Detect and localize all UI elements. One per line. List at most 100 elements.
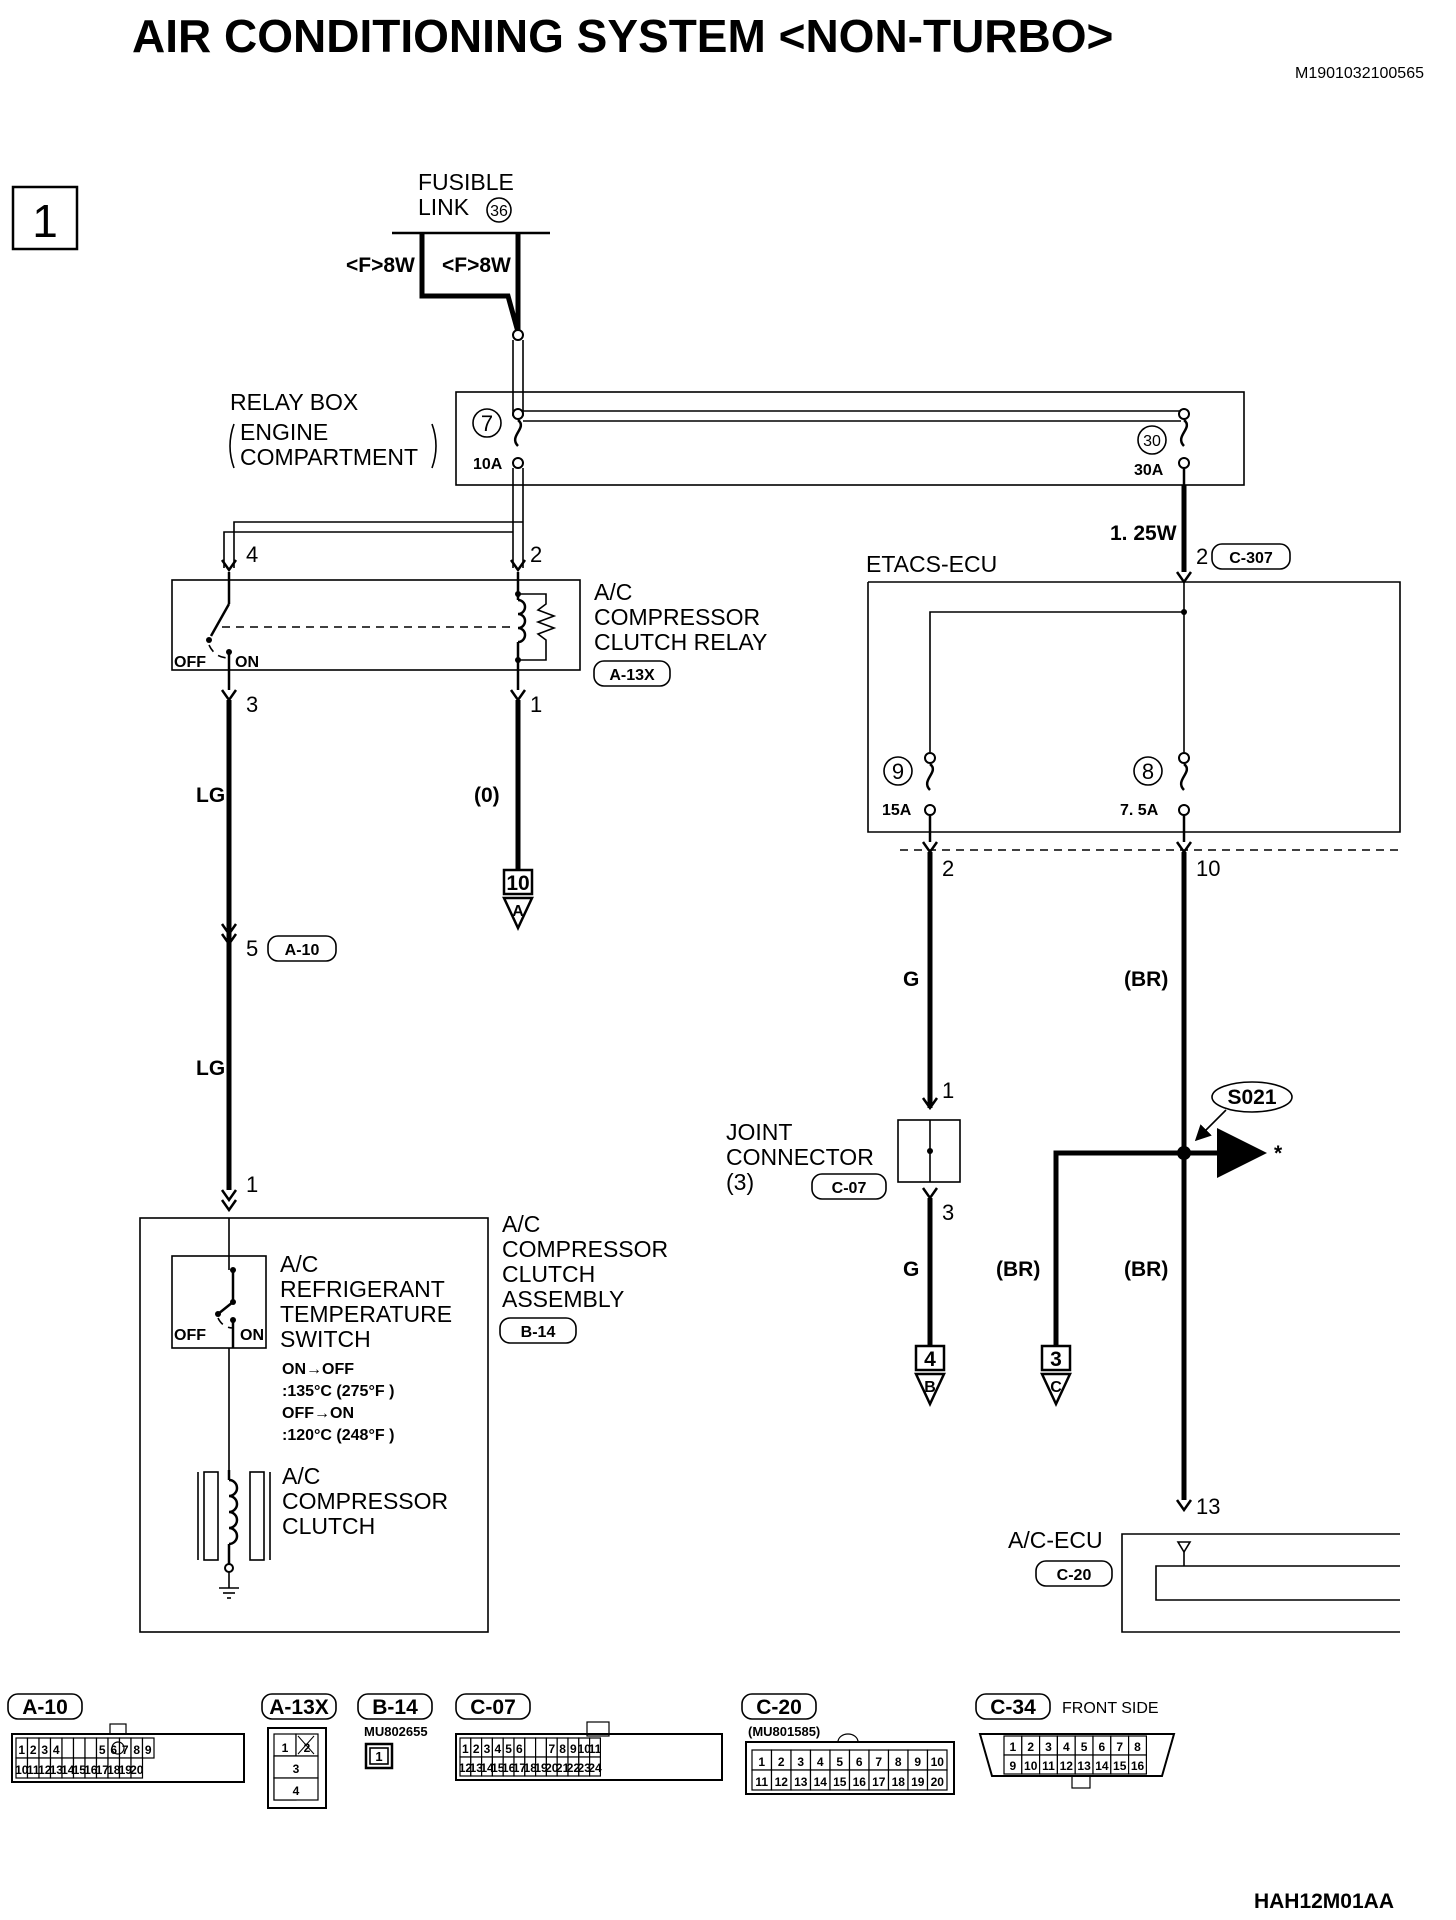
- wire-g-lower: G: [903, 1258, 919, 1281]
- connector-pin-label: 8: [133, 1743, 140, 1757]
- connector-pin-label: 18: [107, 1763, 121, 1777]
- clutch-label-1: A/C: [282, 1463, 320, 1489]
- ground-ref-b-letter: B: [924, 1379, 936, 1396]
- connector-pin-label: 18: [524, 1761, 538, 1775]
- etacs-label: ETACS-ECU: [866, 551, 997, 577]
- connector-pin-label: 1: [282, 1741, 289, 1755]
- relay-pin-3: 3: [246, 692, 258, 717]
- connector-pin-label: 14: [1095, 1759, 1109, 1773]
- clutch-assembly-connector: B-14: [521, 1324, 556, 1341]
- connector-pin-label: 15: [491, 1761, 505, 1775]
- connector-pin-label: 18: [892, 1775, 906, 1789]
- connector-pin-label: 12: [459, 1761, 473, 1775]
- wire-zero-label: (0): [474, 784, 500, 807]
- connector-pin-label: 19: [119, 1763, 133, 1777]
- clutch-assembly-label-1: A/C: [502, 1211, 540, 1237]
- legend-b14-part: MU802655: [364, 1724, 428, 1739]
- connector-pin-label: 9: [570, 1742, 577, 1756]
- fuse-9-icon: [925, 763, 935, 791]
- relay-on: ON: [235, 654, 259, 671]
- connector-pin-label: 3: [797, 1755, 804, 1769]
- wire-125w-label: 1. 25W: [1110, 522, 1177, 545]
- a10-connector: A-10: [285, 942, 320, 959]
- etacs-out-pin-left: 2: [942, 856, 954, 881]
- fuse-7-amp: 10A: [473, 456, 503, 473]
- relay-pin-2: 2: [530, 542, 542, 567]
- connector-pin-label: 2: [473, 1742, 480, 1756]
- fuse-30-icon: [1179, 419, 1189, 447]
- fuse-30-number: 30: [1143, 433, 1161, 450]
- relay-off: OFF: [174, 654, 206, 671]
- fuse-9-amp: 15A: [882, 802, 912, 819]
- connector-pin-label: 3: [41, 1743, 48, 1757]
- ground-ref-a-letter: A: [512, 903, 524, 920]
- ground-ref-a-number: 10: [506, 872, 529, 895]
- relay-resistor-icon: [518, 593, 557, 661]
- connector-pin-label: 8: [1134, 1740, 1141, 1754]
- fuse-8-circle: [1133, 756, 1163, 786]
- connector-pin-label: 19: [911, 1775, 925, 1789]
- connector-pin-label: 5: [99, 1743, 106, 1757]
- ground-ref-b-icon: [914, 1372, 946, 1407]
- connector-pin-label: 5: [505, 1742, 512, 1756]
- fusible-wire-left: <F>8W: [346, 254, 415, 277]
- wire-g-upper: G: [903, 968, 919, 991]
- connector-pin-label: 6: [1099, 1740, 1106, 1754]
- joint-connector-name: C-07: [832, 1180, 867, 1197]
- connector-pin-label: 7: [875, 1755, 882, 1769]
- refrigerant-switch-on: ON: [240, 1327, 264, 1344]
- wire-br-left: (BR): [996, 1258, 1040, 1281]
- connector-pin-label: 4: [1063, 1740, 1070, 1754]
- fusible-link-label-1: FUSIBLE: [418, 169, 514, 195]
- connector-pin-label: 21: [556, 1761, 570, 1775]
- legend-b14-name: B-14: [372, 1696, 418, 1719]
- wire-lg-upper: LG: [196, 784, 225, 807]
- connector-pin-label: 3: [293, 1762, 300, 1776]
- connector-pin-label: 9: [1010, 1759, 1017, 1773]
- switch-spec-2: :135°C (275°F ): [282, 1383, 394, 1400]
- etacs-connector: C-307: [1229, 550, 1273, 567]
- ground-ref-c-number: 3: [1050, 1348, 1062, 1371]
- joint-pin-bottom: 3: [942, 1200, 954, 1225]
- connector-pin-label: 16: [853, 1775, 867, 1789]
- fuse-8-number: 8: [1142, 759, 1154, 784]
- connector-pin-label: 20: [130, 1763, 144, 1777]
- connector-pin-label: 16: [1131, 1759, 1145, 1773]
- fuse-7-icon: [513, 419, 523, 447]
- connector-pin-label: 4: [817, 1755, 824, 1769]
- relay-label-2: COMPRESSOR: [594, 604, 760, 630]
- connector-pin-label: 1: [1010, 1740, 1017, 1754]
- connector-pin-label: 24: [588, 1761, 602, 1775]
- connector-pin-label: 17: [513, 1761, 527, 1775]
- relay-connector: A-13X: [609, 667, 655, 684]
- connector-pin-label: 10: [931, 1755, 945, 1769]
- connector-pin-label: 23: [578, 1761, 592, 1775]
- joint-connector: [897, 1119, 961, 1183]
- connector-pin-label: 1: [758, 1755, 765, 1769]
- connector-pin-label: 11: [589, 1742, 602, 1756]
- ground-ref-c-icon: [1040, 1372, 1072, 1407]
- fusible-wire-left-path: [419, 233, 521, 333]
- ac-compressor-clutch-assembly: [139, 1217, 489, 1633]
- fuse-30-circle: [1137, 425, 1167, 455]
- clutch-assembly-label-2: COMPRESSOR: [502, 1236, 668, 1262]
- page-title: AIR CONDITIONING SYSTEM <NON-TURBO>: [132, 10, 1113, 62]
- legend-c07-name: C-07: [470, 1696, 516, 1719]
- fuse-9-number: 9: [892, 759, 904, 784]
- relay-label-1: A/C: [594, 579, 632, 605]
- page-number: 1: [32, 195, 58, 247]
- connector-pin-label: 2: [1027, 1740, 1034, 1754]
- fusible-link-number-circle: [486, 197, 512, 223]
- connector-pin-label: 11: [1042, 1759, 1055, 1773]
- clutch-label-2: COMPRESSOR: [282, 1488, 448, 1514]
- connector-pin-label: 10: [15, 1763, 29, 1777]
- doc-code: M1901032100565: [1295, 65, 1424, 82]
- etacs-in-pin: 2: [1196, 544, 1208, 569]
- connector-pin-label: 3: [484, 1742, 491, 1756]
- connector-pin-label: 8: [559, 1742, 566, 1756]
- fuse-8-amp: 7. 5A: [1120, 802, 1159, 819]
- refrigerant-switch-arm: [217, 1301, 234, 1315]
